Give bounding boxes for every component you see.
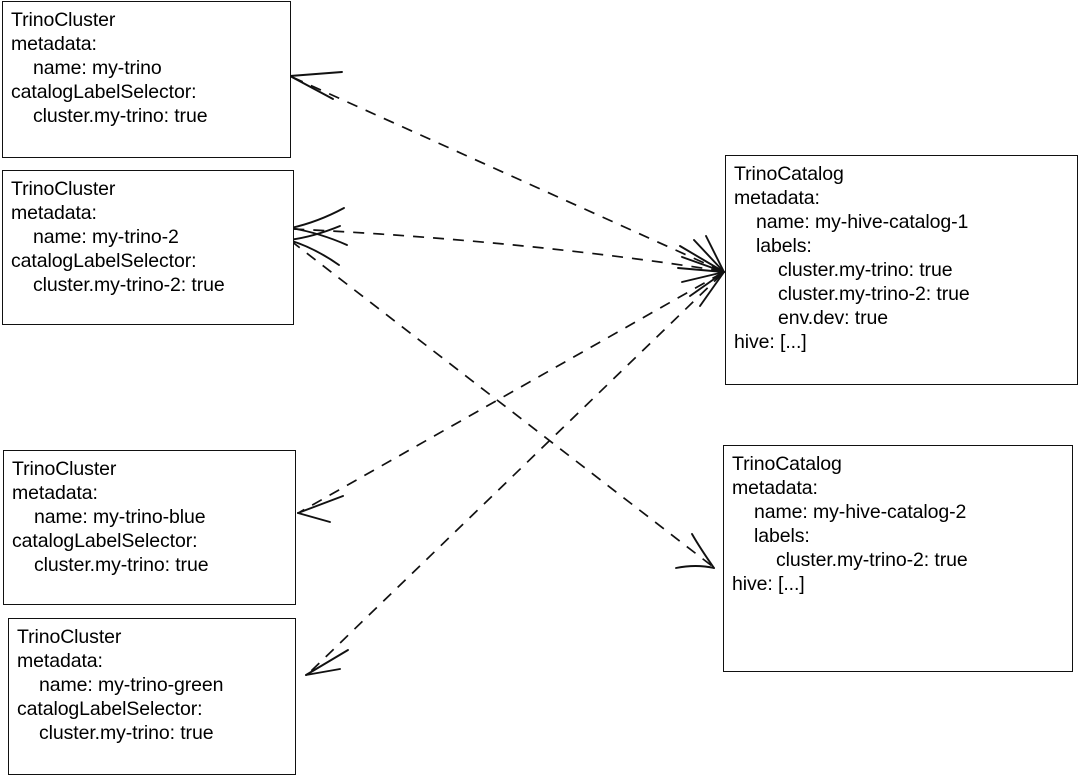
arrowhead-my-trino [289, 71, 343, 100]
node-metadata-label: metadata: [11, 33, 97, 55]
node-selector-line: cluster.my-trino: true [39, 722, 214, 744]
node-kind-label: TrinoCluster [17, 626, 122, 648]
node-labels-label: labels: [754, 525, 810, 547]
node-metadata-label: metadata: [17, 650, 103, 672]
node-name-line: name: my-hive-catalog-2 [754, 501, 967, 523]
node-selector-line: cluster.my-trino: true [33, 105, 208, 127]
node-label-entry: cluster.my-trino: true [778, 259, 953, 281]
node-spec-line: hive: [...] [732, 573, 805, 595]
edge-cat1-to-my-trino-green [307, 273, 723, 675]
node-metadata-label: metadata: [11, 202, 97, 224]
node-kind-label: TrinoCatalog [732, 453, 842, 475]
node-trinocluster-my-trino-blue[interactable]: TrinoCluster metadata: name: my-trino-bl… [3, 450, 296, 605]
node-selector-label: catalogLabelSelector: [17, 698, 203, 720]
node-trinocluster-my-trino[interactable]: TrinoCluster metadata: name: my-trino ca… [2, 1, 291, 158]
node-trinocluster-my-trino-green[interactable]: TrinoCluster metadata: name: my-trino-gr… [8, 618, 296, 775]
edge-my-trino-2-to-cat2 [290, 240, 713, 567]
node-selector-line: cluster.my-trino: true [34, 554, 209, 576]
node-kind-label: TrinoCluster [11, 9, 116, 31]
edge-cat1-to-my-trino [291, 76, 723, 272]
arrowhead-my-trino-blue [297, 495, 344, 523]
node-name-line: name: my-trino [33, 57, 162, 79]
node-kind-label: TrinoCluster [11, 178, 116, 200]
arrowhead-cluster-my-hive-catalog-1 [677, 235, 725, 307]
node-label-entry: cluster.my-trino-2: true [778, 283, 970, 305]
node-name-line: name: my-trino-green [39, 674, 224, 696]
node-kind-label: TrinoCatalog [734, 163, 844, 185]
node-labels-label: labels: [756, 235, 812, 257]
node-selector-label: catalogLabelSelector: [11, 81, 197, 103]
arrowhead-my-trino-2-upper [290, 207, 348, 246]
node-name-line: name: my-trino-2 [33, 226, 179, 248]
node-selector-label: catalogLabelSelector: [11, 250, 197, 272]
node-spec-line: hive: [...] [734, 331, 807, 353]
node-label-entry: cluster.my-trino-2: true [776, 549, 968, 571]
node-trinocluster-my-trino-2[interactable]: TrinoCluster metadata: name: my-trino-2 … [2, 170, 294, 325]
node-label-entry: env.dev: true [778, 307, 888, 329]
node-kind-label: TrinoCluster [12, 458, 117, 480]
arrowhead-my-trino-2-lower [288, 225, 341, 266]
node-trinocatalog-my-hive-catalog-1[interactable]: TrinoCatalog metadata: name: my-hive-cat… [725, 155, 1078, 385]
node-trinocatalog-my-hive-catalog-2[interactable]: TrinoCatalog metadata: name: my-hive-cat… [723, 445, 1073, 672]
node-selector-label: catalogLabelSelector: [12, 530, 198, 552]
edge-cat1-to-my-trino-blue [299, 272, 723, 513]
arrowhead-my-hive-catalog-2 [675, 533, 715, 569]
arrowhead-my-trino-green [305, 649, 349, 676]
node-selector-line: cluster.my-trino-2: true [33, 274, 225, 296]
node-metadata-label: metadata: [12, 482, 98, 504]
edge-cat1-to-my-trino-2 [292, 228, 723, 272]
node-name-line: name: my-trino-blue [34, 506, 206, 528]
node-metadata-label: metadata: [734, 187, 820, 209]
node-name-line: name: my-hive-catalog-1 [756, 211, 969, 233]
node-metadata-label: metadata: [732, 477, 818, 499]
